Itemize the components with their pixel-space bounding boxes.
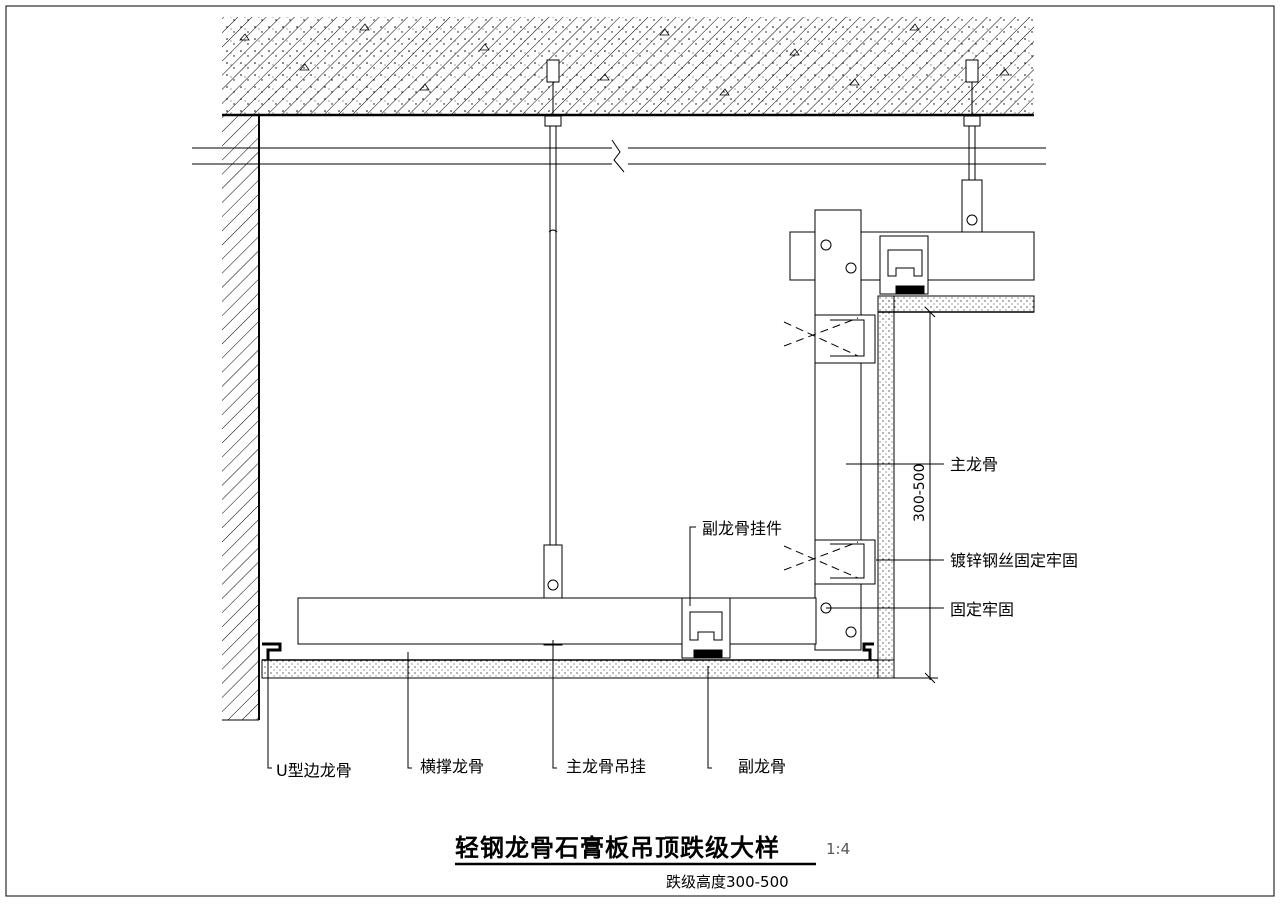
label-sub-keel-hanger: 副龙骨挂件 (702, 519, 783, 538)
label-sub-keel: 副龙骨 (738, 757, 787, 776)
vertical-keel-clips (783, 314, 876, 638)
dimension-line (894, 306, 938, 684)
lower-gypsum-board (261, 659, 895, 679)
lower-keel-assembly (262, 597, 874, 660)
wall (222, 115, 260, 721)
label-u-edge-keel: U型边龙骨 (276, 761, 352, 780)
drawing-frame (5, 5, 1275, 897)
label-galvanized-wire: 镀锌钢丝固定牢固 (950, 551, 1079, 570)
leader-lines (267, 463, 944, 769)
drawing-subtitle: 跌级高度300-500 (666, 873, 789, 891)
main-keel-channel (192, 139, 1046, 173)
upper-gypsum-board (877, 295, 1035, 313)
drawing-scale: 1:4 (826, 840, 851, 858)
concrete-slab (222, 17, 1034, 117)
label-main-keel: 主龙骨 (950, 455, 999, 474)
label-cross-brace-keel: 横撑龙骨 (420, 757, 485, 776)
dimension-label: 300-500 (912, 463, 928, 523)
label-main-keel-hanger: 主龙骨吊挂 (566, 757, 647, 776)
vertical-gypsum-board (877, 295, 895, 679)
drawing-title: 轻钢龙骨石膏板吊顶跌级大样 (455, 833, 780, 862)
label-fixed-firm: 固定牢固 (950, 600, 1015, 619)
